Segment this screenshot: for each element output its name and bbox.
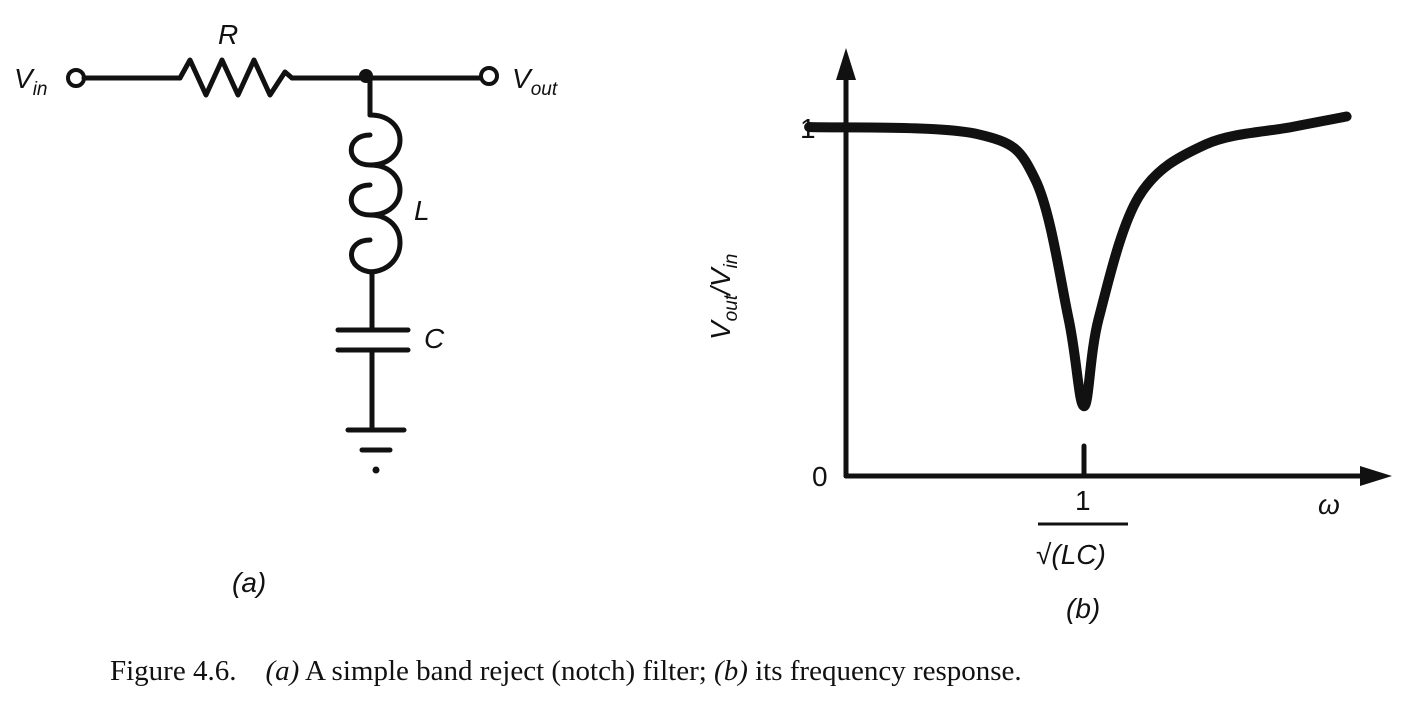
caption-part-b-text: its frequency response. xyxy=(747,655,1022,687)
x-axis-arrow xyxy=(1360,466,1392,486)
circuit-diagram: Vin Vout R L C (a) xyxy=(14,19,558,598)
resistor-label: R xyxy=(218,19,238,50)
y-axis-label: Vout/Vin xyxy=(705,254,742,340)
x-axis-symbol: ω xyxy=(1318,489,1340,520)
inductor-label: L xyxy=(414,195,430,226)
x-tick-numerator: 1 xyxy=(1075,485,1091,516)
response-curve xyxy=(804,111,1352,412)
vout-label: Vout xyxy=(512,63,558,100)
ground-dot xyxy=(372,466,380,474)
caption-part-a-text: A simple band reject (notch) filter; xyxy=(299,655,715,687)
frequency-response-plot: 1 0 1 √(LC) ω Vout/Vin (b) xyxy=(705,48,1392,624)
inductor-symbol xyxy=(348,112,403,275)
vin-label: Vin xyxy=(14,63,47,100)
figure-caption: Figure 4.6. (a) A simple band reject (no… xyxy=(110,655,1310,688)
y-tick-label-bottom: 0 xyxy=(812,461,828,492)
y-tick-label-top: 1 xyxy=(800,113,816,144)
panel-b-label: (b) xyxy=(1066,593,1100,624)
caption-figure-number: Figure 4.6. xyxy=(110,655,237,687)
vout-terminal xyxy=(479,66,499,86)
x-tick-denominator: √(LC) xyxy=(1036,539,1106,570)
caption-part-b-marker: (b) xyxy=(714,655,748,687)
caption-part-a-marker: (a) xyxy=(265,655,300,687)
y-axis-arrow xyxy=(836,48,856,80)
resistor-symbol xyxy=(177,57,295,98)
panel-a-label: (a) xyxy=(232,567,266,598)
capacitor-label: C xyxy=(424,323,445,354)
